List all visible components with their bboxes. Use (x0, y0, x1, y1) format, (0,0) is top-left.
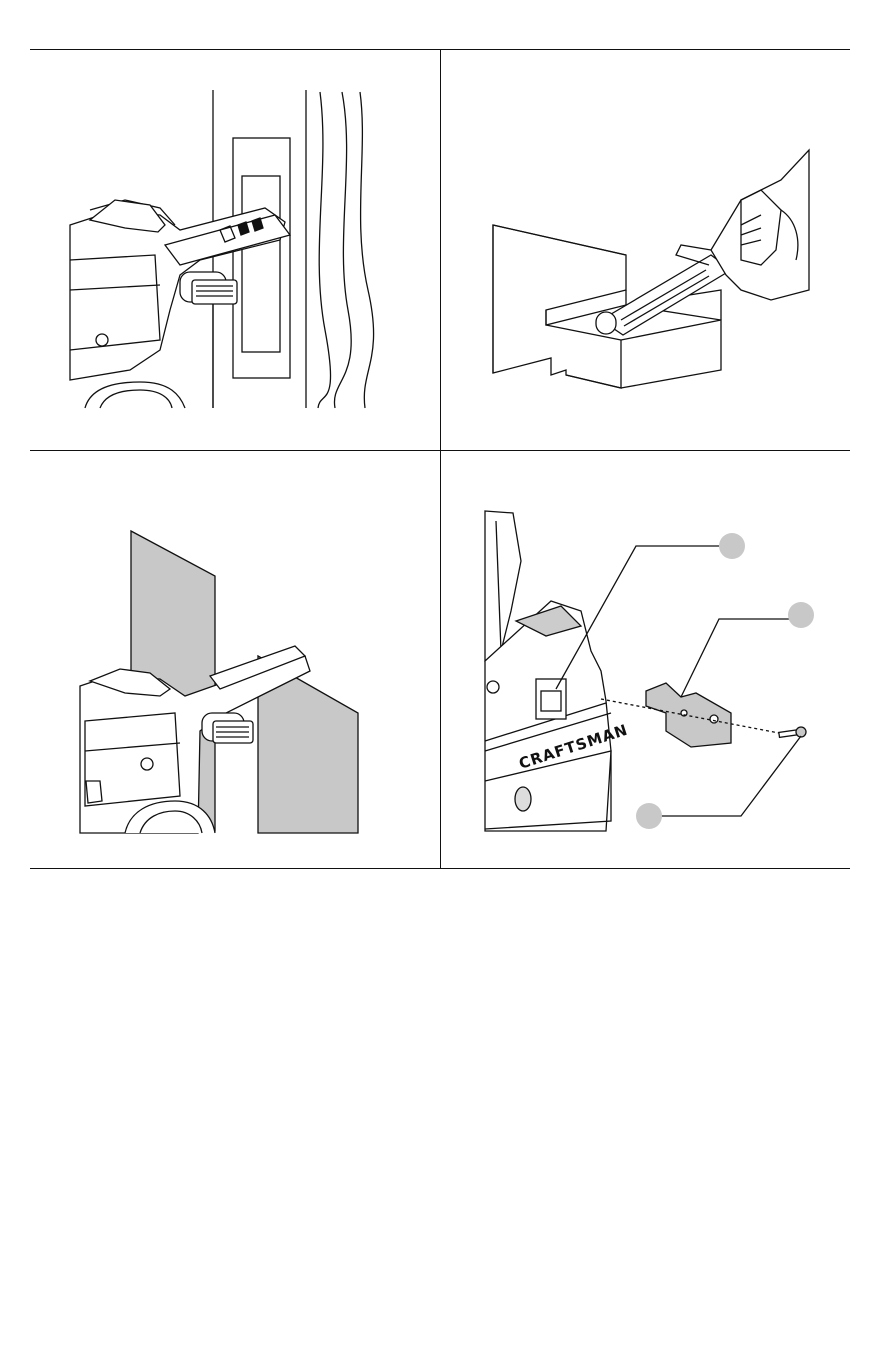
illustration-block-sanding (441, 50, 850, 450)
figure-block-sanding (441, 50, 850, 450)
figure-door-frame (30, 50, 440, 450)
figure-panel-sanding (30, 451, 440, 868)
callout-3 (636, 803, 662, 829)
illustration-panel-sanding (30, 451, 440, 868)
bottom-rule (30, 868, 850, 869)
figure-bracket-attachment: CRAFTSMAN (441, 451, 850, 868)
callout-1 (719, 533, 745, 559)
illustration-bracket-attachment: CRAFTSMAN (441, 451, 850, 868)
callout-2 (788, 602, 814, 628)
illustration-tool-door-jamb (30, 50, 440, 450)
